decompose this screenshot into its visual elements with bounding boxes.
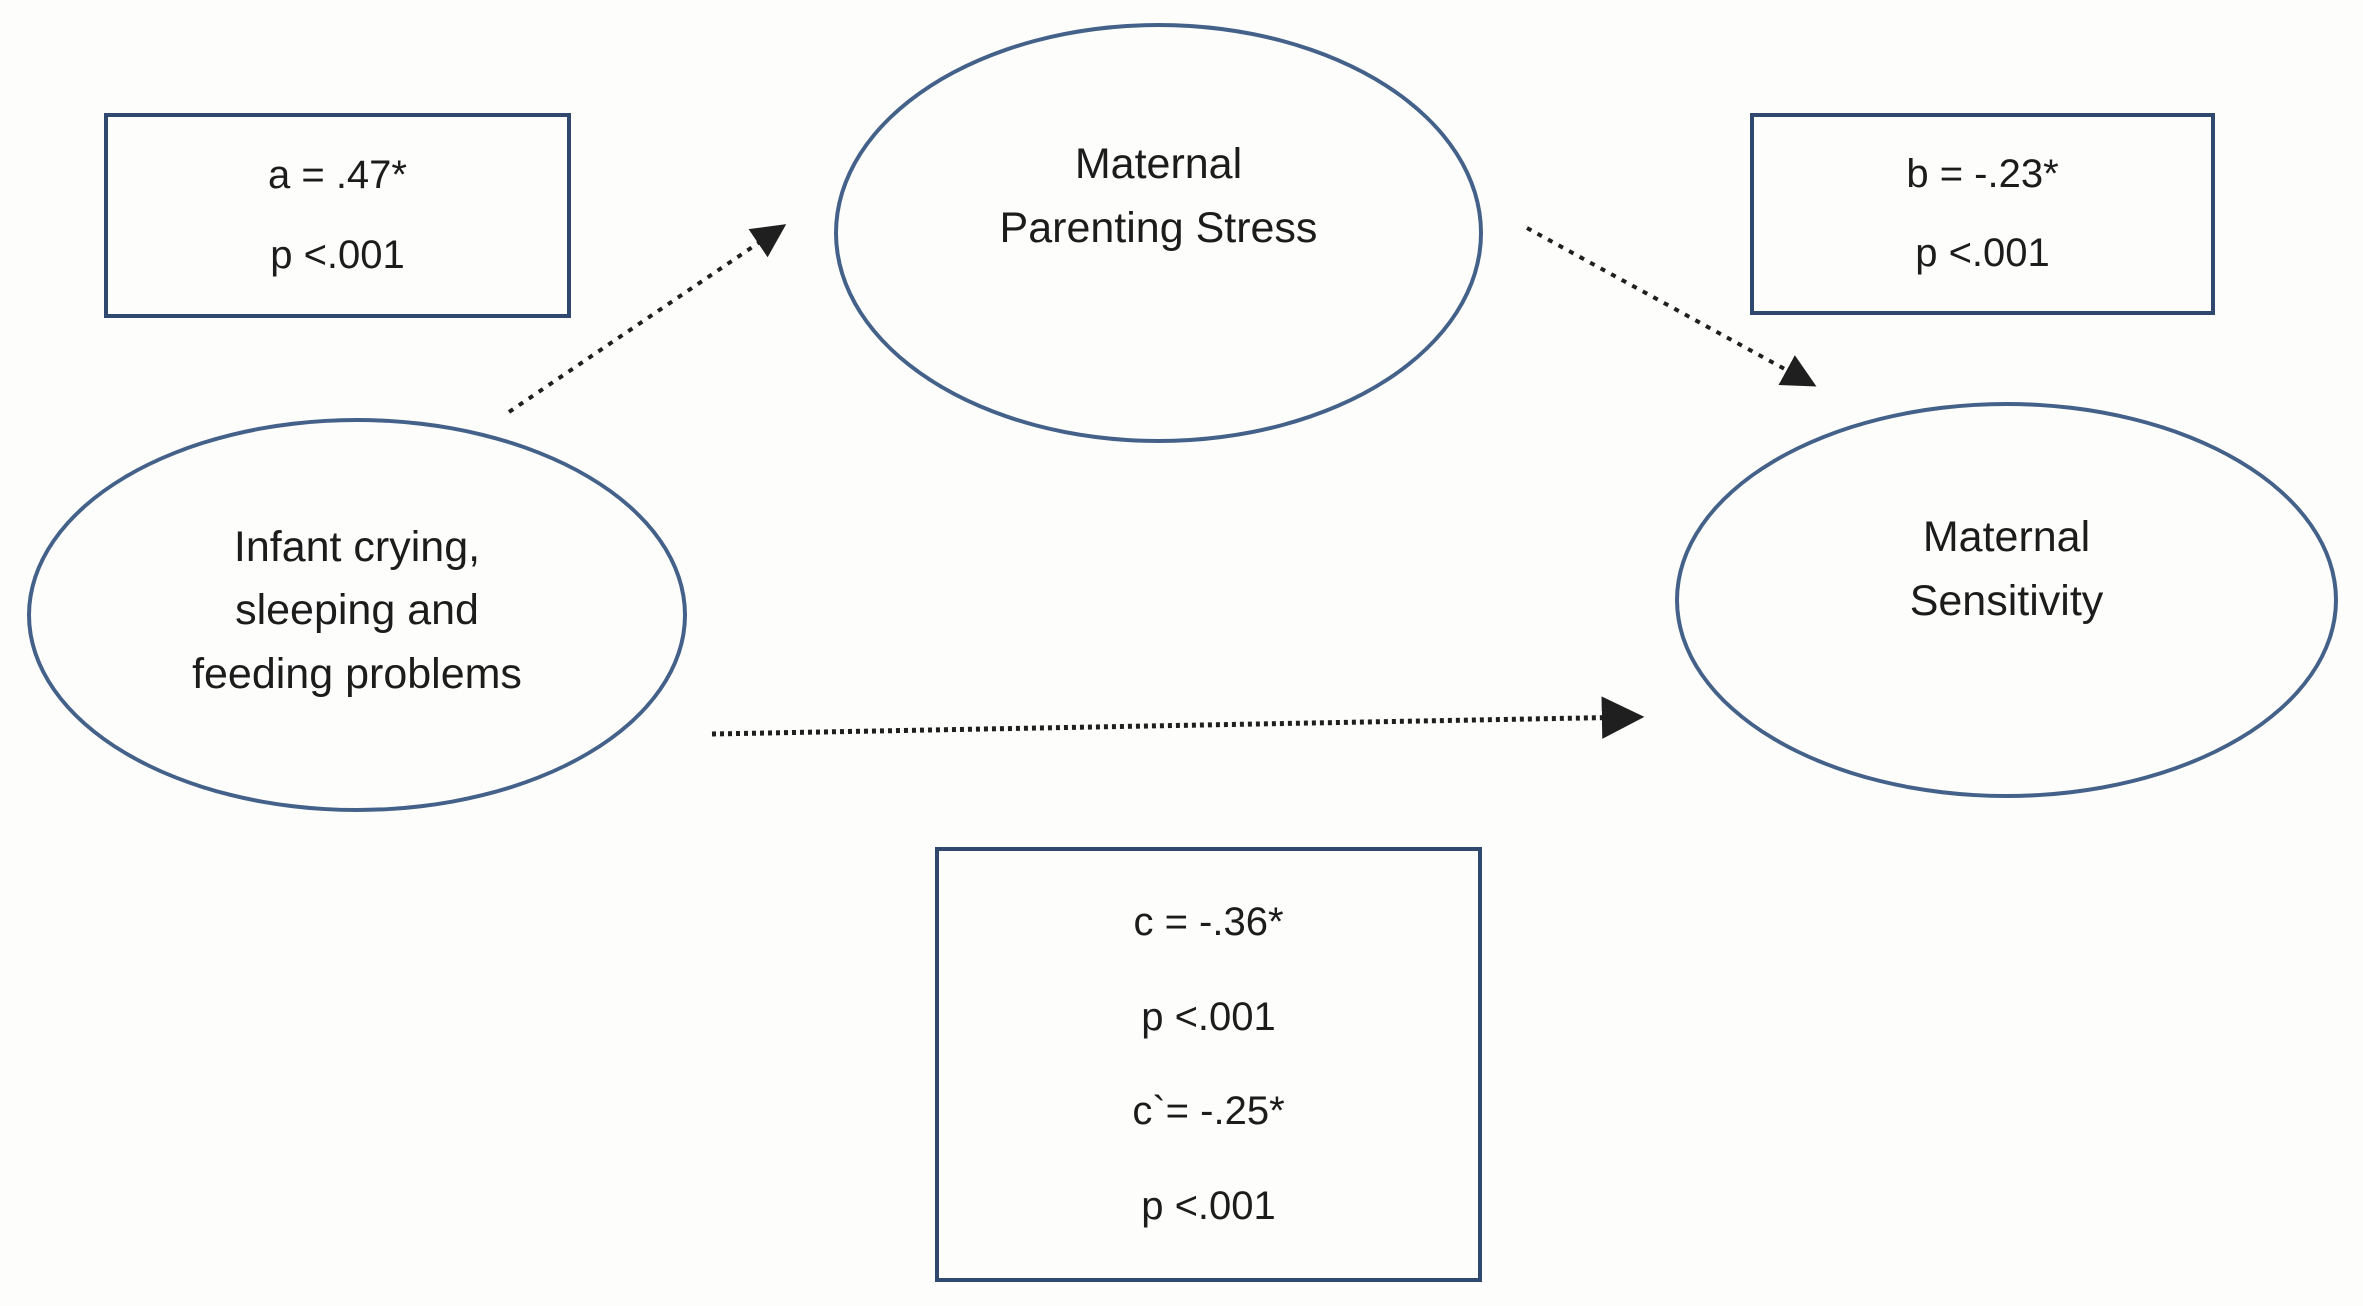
path-c-prime-coefficient: c`= -.25*: [1132, 1089, 1285, 1134]
node-maternal-parenting-stress: Maternal Parenting Stress: [834, 23, 1483, 443]
stat-box-path-c: c = -.36* p <.001 c`= -.25* p <.001: [935, 847, 1482, 1282]
path-b-coefficient: b = -.23*: [1906, 151, 2059, 196]
node-maternal-sensitivity-label: Maternal Sensitivity: [1909, 513, 2104, 625]
path-c-coefficient: c = -.36*: [1133, 900, 1284, 945]
path-a-coefficient: a = .47*: [267, 152, 407, 197]
node-maternal-sensitivity: Maternal Sensitivity: [1675, 402, 2338, 798]
path-b-p-value: p <.001: [1915, 231, 2050, 276]
path-a-p-value: p <.001: [270, 233, 405, 278]
stat-box-path-b: b = -.23* p <.001: [1750, 113, 2215, 315]
node-maternal-parenting-stress-label: Maternal Parenting Stress: [999, 140, 1318, 252]
path-c-p-value: p <.001: [1141, 994, 1276, 1039]
path-c-prime-p-value: p <.001: [1141, 1183, 1276, 1228]
path-c-arrow: [711, 696, 1645, 739]
node-infant-problems: Infant crying, sleeping and feeding prob…: [27, 418, 687, 812]
stat-box-path-a: a = .47* p <.001: [104, 113, 571, 318]
node-infant-problems-label: Infant crying, sleeping and feeding prob…: [192, 522, 522, 698]
